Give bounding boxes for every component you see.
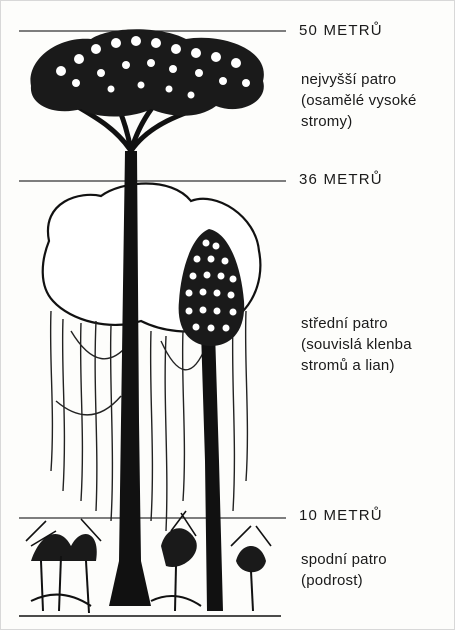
description-line: stromů a lian) bbox=[301, 355, 412, 376]
understory-plants bbox=[31, 528, 266, 572]
layer-description-bottom: spodní patro (podrost) bbox=[301, 549, 387, 591]
layer-description-top: nejvyšší patro (osamělé vysoké stromy) bbox=[301, 69, 417, 132]
description-line: (souvislá klenba bbox=[301, 334, 412, 355]
height-label-10m: 10 METRŮ bbox=[299, 507, 383, 524]
height-label-50m: 50 METRŮ bbox=[299, 22, 383, 39]
layer-description-middle: střední patro (souvislá klenba stromů a … bbox=[301, 313, 412, 376]
description-line: střední patro bbox=[301, 313, 412, 334]
height-label-36m: 36 METRŮ bbox=[299, 171, 383, 188]
description-line: spodní patro bbox=[301, 549, 387, 570]
middle-tree-trunk bbox=[201, 331, 223, 611]
description-line: (podrost) bbox=[301, 570, 387, 591]
description-line: stromy) bbox=[301, 111, 417, 132]
description-line: (osamělé vysoké bbox=[301, 90, 417, 111]
description-line: nejvyšší patro bbox=[301, 69, 417, 90]
